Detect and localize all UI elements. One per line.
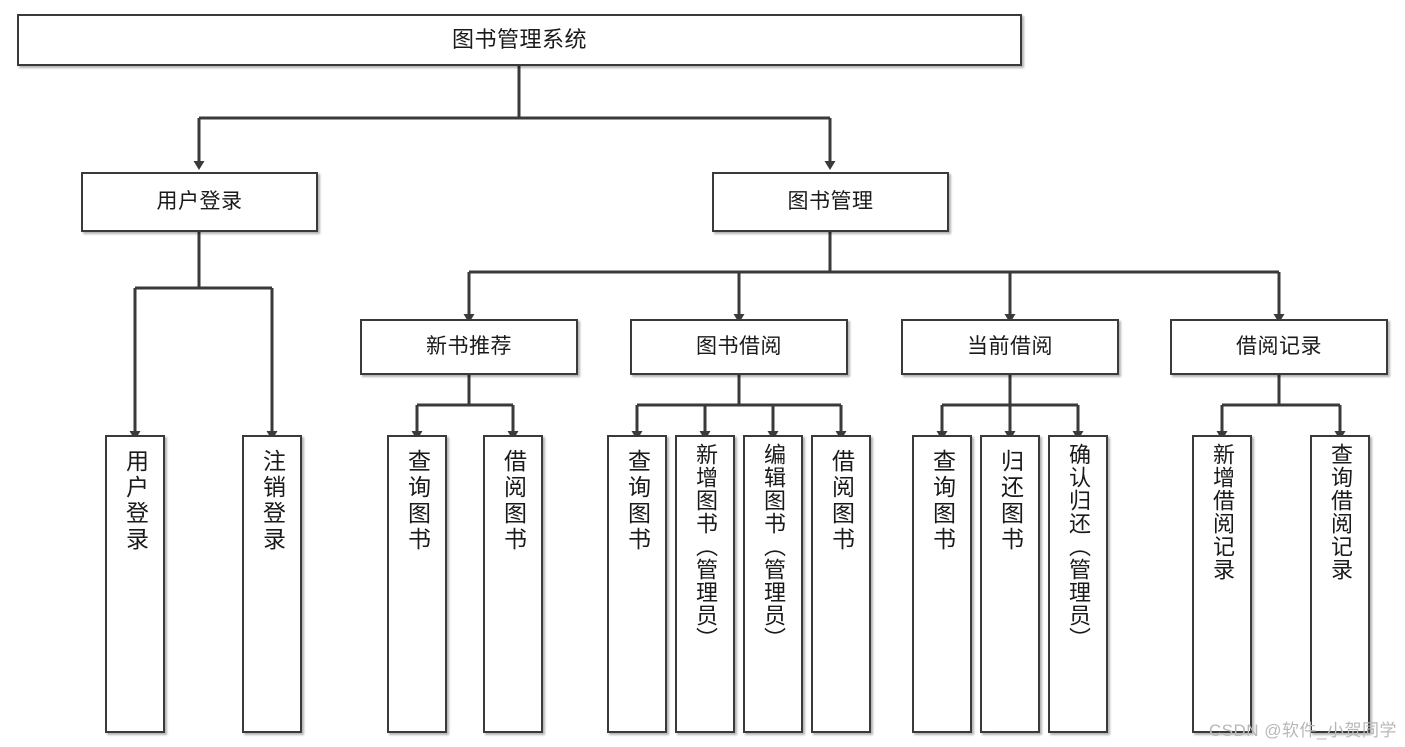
node-label: 查询图书 [624, 449, 651, 553]
node-label: 新增借阅记录 [1210, 443, 1235, 581]
node-label: 归还图书 [997, 449, 1024, 553]
leaf-book-borrow-borrow-book[interactable]: 借阅图书 [811, 435, 871, 733]
node-book-borrow[interactable]: 图书借阅 [630, 319, 848, 375]
leaf-borrow-record-add-record[interactable]: 新增借阅记录 [1192, 435, 1252, 733]
node-book-management[interactable]: 图书管理 [712, 172, 949, 232]
node-label: 查询借阅记录 [1328, 443, 1353, 581]
leaf-new-book-borrow-book[interactable]: 借阅图书 [483, 435, 543, 733]
leaf-borrow-record-query-record[interactable]: 查询借阅记录 [1310, 435, 1370, 733]
node-user-login[interactable]: 用户登录 [81, 172, 318, 232]
node-label: 查询图书 [404, 449, 431, 553]
node-label: 新书推荐 [426, 334, 512, 358]
node-label: 查询图书 [929, 449, 956, 553]
node-borrow-record[interactable]: 借阅记录 [1170, 319, 1388, 375]
node-current-borrow[interactable]: 当前借阅 [901, 319, 1119, 375]
watermark-text: CSDN @软件_小贺同学 [1208, 721, 1397, 740]
leaf-book-borrow-query-book[interactable]: 查询图书 [607, 435, 667, 733]
leaf-user-login-logout[interactable]: 注销登录 [242, 435, 302, 733]
node-label: 当前借阅 [967, 334, 1053, 358]
leaf-current-borrow-query-book[interactable]: 查询图书 [912, 435, 972, 733]
node-new-book-recommend[interactable]: 新书推荐 [360, 319, 578, 375]
node-label: 图书借阅 [696, 334, 782, 358]
node-label: 编辑图书（管理员） [761, 443, 786, 650]
node-label: 图书管理 [787, 189, 874, 213]
node-label: 图书管理系统 [451, 27, 587, 53]
leaf-book-borrow-edit-book-admin[interactable]: 编辑图书（管理员） [743, 435, 803, 733]
node-label: 确认归还（管理员） [1066, 443, 1091, 650]
node-label: 借阅记录 [1236, 334, 1322, 358]
node-label: 注销登录 [259, 449, 286, 553]
node-label: 借阅图书 [828, 449, 855, 553]
node-label: 借阅图书 [500, 449, 527, 553]
leaf-current-borrow-return-book[interactable]: 归还图书 [980, 435, 1040, 733]
node-label: 用户登录 [156, 189, 243, 213]
leaf-current-borrow-confirm-return-admin[interactable]: 确认归还（管理员） [1048, 435, 1108, 733]
node-label: 用户登录 [122, 449, 149, 553]
leaf-book-borrow-add-book-admin[interactable]: 新增图书（管理员） [675, 435, 735, 733]
node-root-book-management-system[interactable]: 图书管理系统 [17, 14, 1022, 66]
leaf-new-book-query-book[interactable]: 查询图书 [387, 435, 447, 733]
node-label: 新增图书（管理员） [693, 443, 718, 650]
leaf-user-login-login[interactable]: 用户登录 [105, 435, 165, 733]
